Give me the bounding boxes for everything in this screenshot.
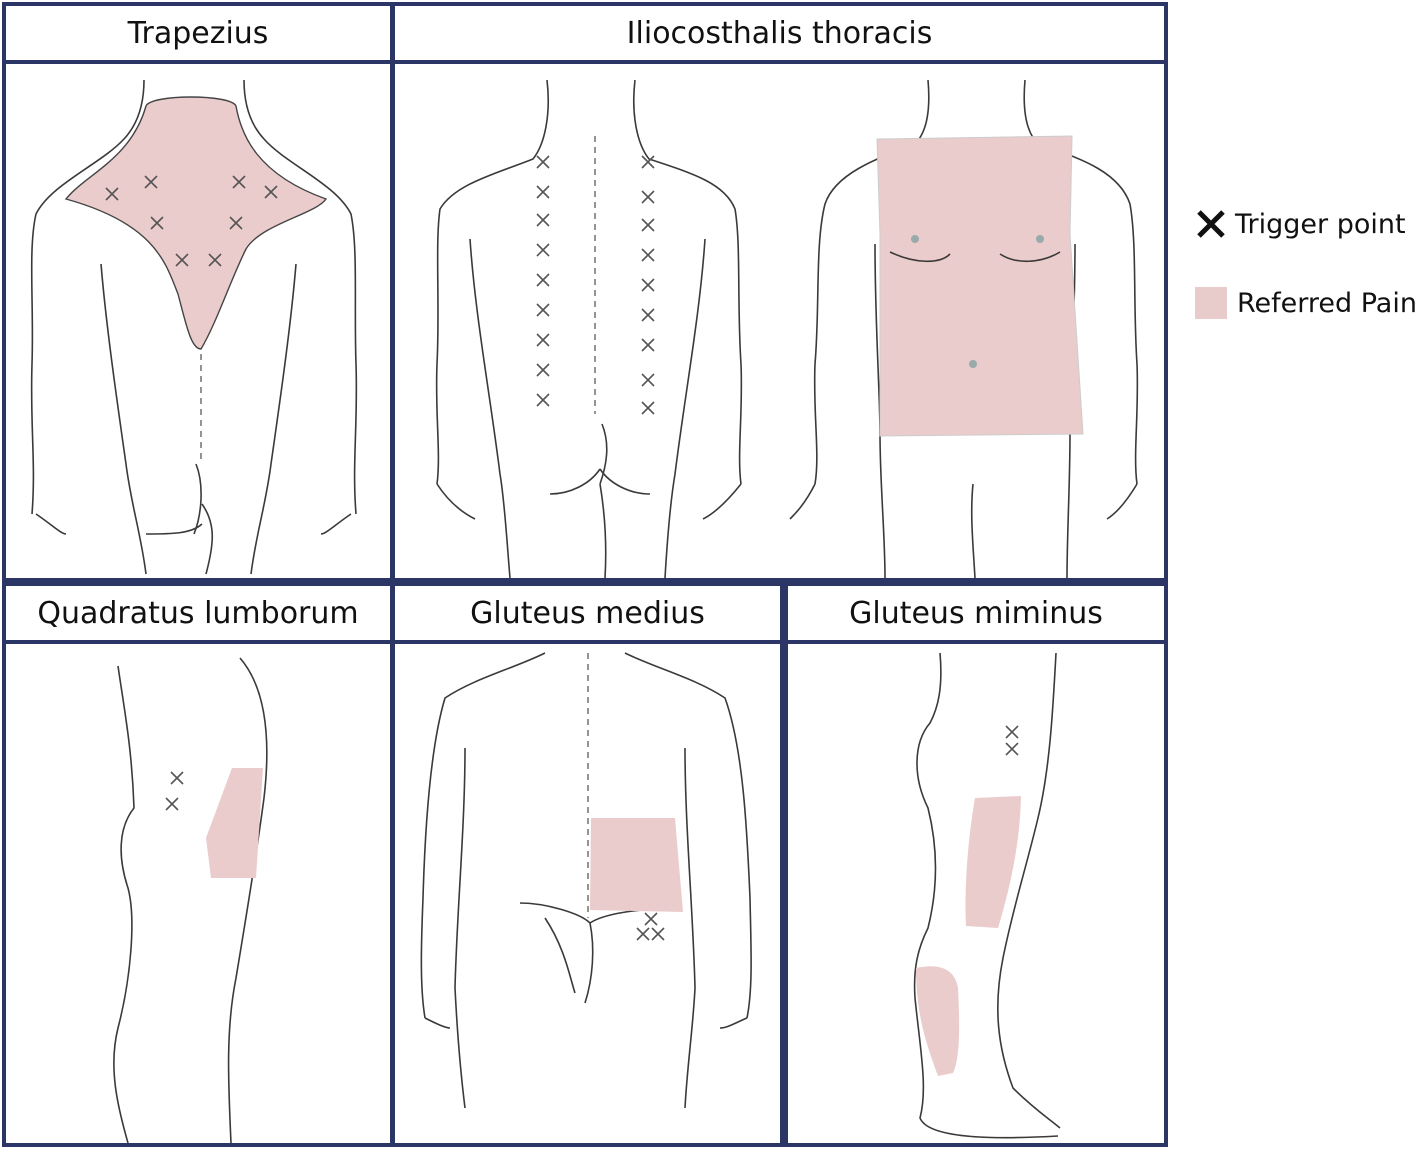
navel [969,360,977,368]
referred-pain-region [206,768,263,878]
side-figure-gluteus-miminus [788,648,1164,1143]
referred-pain-region [64,96,328,350]
legend-referred-pain: Referred Pain [1195,287,1417,319]
trigger-point-column-right [641,155,655,415]
panel-gluteus-miminus: Gluteus miminus [784,582,1168,1147]
panel-title: Quadratus lumborum [6,586,390,644]
panel-gluteus-medius: Gluteus medius [391,582,784,1147]
side-figure-quadratus [6,648,390,1143]
referred-pain-region [876,135,1084,437]
back-and-front-figures [395,64,1164,578]
trigger-point-column-left [536,155,550,407]
legend-trigger-point: Trigger point [1195,208,1406,240]
legend-trigger-label: Trigger point [1235,208,1406,240]
referred-pain-region [916,966,960,1076]
nipple-right [1036,235,1044,243]
nipple-left [911,235,919,243]
panel-title: Gluteus miminus [788,586,1164,644]
panel-trapezius: Trapezius [2,2,394,582]
x-mark-icon [1195,208,1227,240]
back-figure-gluteus-medius [395,648,780,1143]
legend-pain-label: Referred Pain [1237,287,1417,319]
referred-pain-region [965,796,1021,928]
panel-iliocosthalis-thoracis: Iliocosthalis thoracis [391,2,1168,582]
panel-quadratus-lumborum: Quadratus lumborum [2,582,394,1147]
pain-swatch-icon [1195,287,1227,319]
back-figure-trapezius [6,64,390,578]
panel-title: Gluteus medius [395,586,780,644]
referred-pain-region [590,818,683,912]
panel-title: Iliocosthalis thoracis [395,6,1164,64]
panel-title: Trapezius [6,6,390,64]
